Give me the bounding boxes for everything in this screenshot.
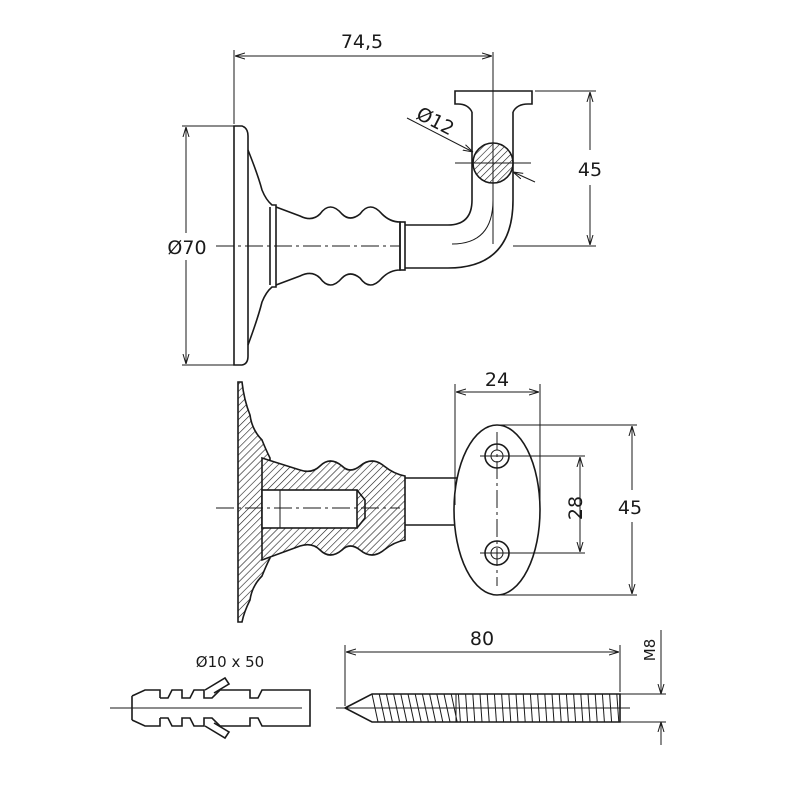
wall-anchor: Ø10 x 50 bbox=[110, 653, 311, 740]
dim-height: 45 bbox=[578, 159, 602, 181]
dim-length: 74,5 bbox=[341, 31, 383, 53]
lag-screw: 80 M8 bbox=[336, 628, 666, 745]
dim-plate-width: 24 bbox=[485, 369, 509, 391]
wall-plate-section bbox=[237, 381, 271, 623]
rail-tube bbox=[405, 112, 514, 269]
flange-profile bbox=[247, 149, 277, 346]
threaded-bore bbox=[261, 489, 358, 529]
dim-plate-height: 45 bbox=[618, 497, 642, 519]
dim-plate-diameter: Ø70 bbox=[167, 237, 206, 259]
bracket-section-view bbox=[216, 381, 541, 623]
bracket-side-view bbox=[216, 52, 533, 366]
screw-thread-size: M8 bbox=[641, 639, 659, 662]
screw-length: 80 bbox=[470, 628, 494, 650]
collar bbox=[399, 221, 406, 271]
section-view-dimensions: 24 28 45 bbox=[454, 369, 642, 596]
dim-rail-diameter: Ø12 bbox=[413, 103, 458, 140]
dim-hole-spacing: 28 bbox=[565, 496, 587, 520]
wall-plate bbox=[233, 125, 249, 366]
top-view-dimensions: 74,5 Ø70 45 Ø12 bbox=[167, 31, 602, 366]
anchor-size-label: Ø10 x 50 bbox=[196, 653, 264, 671]
